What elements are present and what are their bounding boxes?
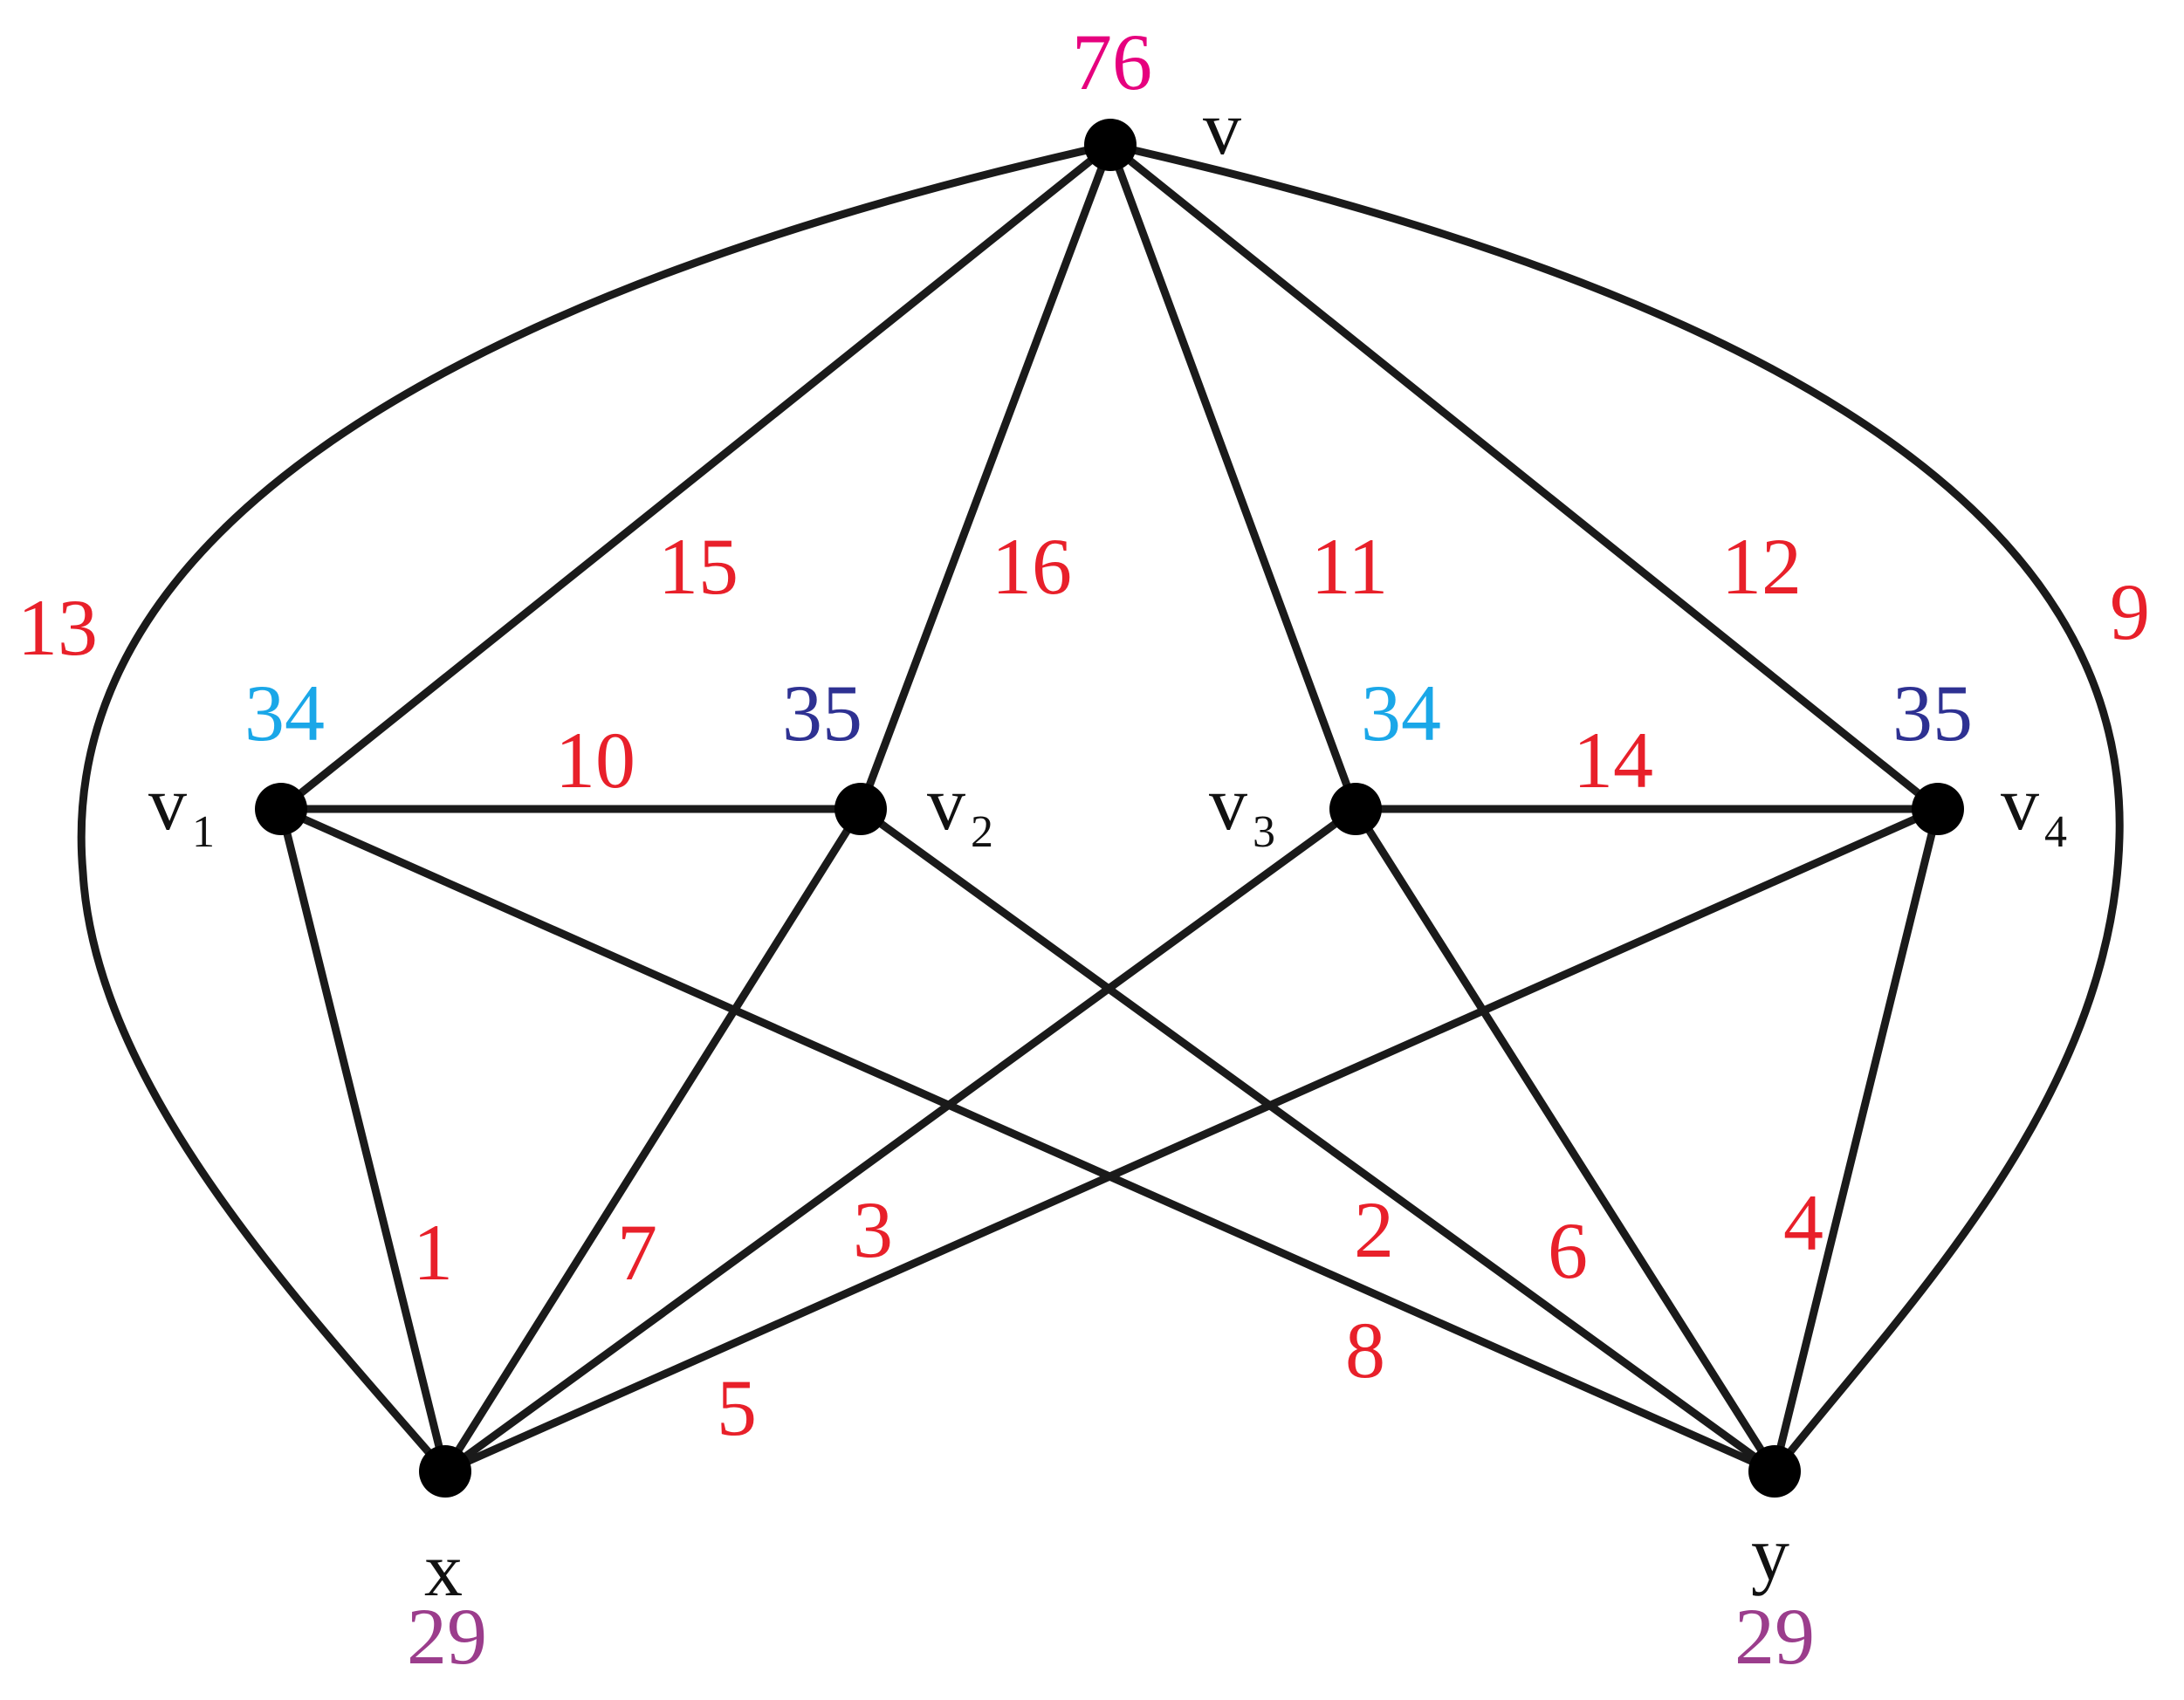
edge-v-y — [1106, 141, 2124, 1476]
vertex-weight-y: 29 — [1734, 1592, 1815, 1681]
edge-label-v3-y: 6 — [1548, 1206, 1588, 1295]
edge-label-v4-y: 4 — [1783, 1178, 1823, 1267]
edge-label-v3-v4: 14 — [1573, 716, 1653, 805]
vertex-name-subscript: 1 — [192, 807, 215, 857]
edge-v4-x — [441, 805, 1942, 1476]
vertex-weight-v1: 34 — [244, 668, 325, 757]
edge-v-v3 — [1106, 141, 1360, 813]
edge-label-v-v3: 11 — [1311, 522, 1389, 611]
vertex-v1 — [255, 783, 307, 835]
edge-v1-y — [277, 805, 1779, 1476]
edge-label-v-v1: 15 — [658, 522, 738, 611]
edge-label-v-v2: 16 — [992, 522, 1072, 611]
vertex-name-main: v — [148, 762, 187, 847]
vertex-name-x: x — [424, 1528, 463, 1613]
vertex-weight-x: 29 — [407, 1592, 487, 1681]
edge-label-v2-x: 7 — [617, 1208, 657, 1297]
vertex-name-v: v — [1203, 86, 1241, 171]
vertex-name-main: y — [1751, 1512, 1789, 1597]
vertices-layer — [255, 119, 1964, 1498]
vertex-name-main: v — [1203, 86, 1241, 171]
vertex-weight-v4: 35 — [1892, 668, 1973, 757]
edge-v-v4 — [1106, 141, 1942, 813]
vertex-v — [1084, 119, 1137, 171]
edge-label-v-x: 13 — [17, 583, 98, 672]
edges-layer — [77, 141, 2124, 1476]
vertex-name-main: x — [424, 1528, 463, 1613]
edge-v4-y — [1770, 805, 1942, 1476]
edge-v1-x — [277, 805, 450, 1476]
edge-label-v2-y: 2 — [1354, 1185, 1394, 1274]
edge-label-v1-v2: 10 — [555, 716, 635, 805]
vertex-name-main: v — [1209, 762, 1247, 847]
vertex-name-main: v — [927, 762, 965, 847]
vertex-name-subscript: 2 — [971, 807, 993, 857]
edge-label-v4-x: 5 — [717, 1363, 757, 1452]
vertex-name-subscript: 4 — [2044, 807, 2067, 857]
edge-v3-y — [1351, 805, 1779, 1476]
vertex-name-y: y — [1751, 1512, 1789, 1597]
vertex-y — [1748, 1445, 1801, 1498]
vertex-x — [419, 1445, 471, 1498]
vertex-name-subscript: 3 — [1253, 807, 1275, 857]
vertex-weight-v: 76 — [1072, 17, 1152, 106]
vertex-v4 — [1912, 783, 1964, 835]
edge-v2-y — [856, 805, 1779, 1476]
edge-label-v-y: 9 — [2110, 567, 2150, 656]
edge-v-v2 — [856, 141, 1115, 813]
edge-label-v1-x: 1 — [413, 1208, 453, 1297]
vertex-v3 — [1329, 783, 1382, 835]
vertex-v2 — [834, 783, 887, 835]
edge-v2-x — [441, 805, 865, 1476]
edge-v-v1 — [277, 141, 1115, 813]
edge-label-v-v4: 12 — [1721, 522, 1802, 611]
edge-label-v1-y: 8 — [1345, 1306, 1385, 1395]
edge-label-v3-x: 3 — [853, 1185, 893, 1274]
vertex-name-main: v — [2001, 762, 2039, 847]
vertex-weight-v2: 35 — [782, 668, 862, 757]
edge-v3-x — [441, 805, 1360, 1476]
edge-v-x — [77, 141, 1115, 1476]
vertex-weight-v3: 34 — [1361, 668, 1441, 757]
